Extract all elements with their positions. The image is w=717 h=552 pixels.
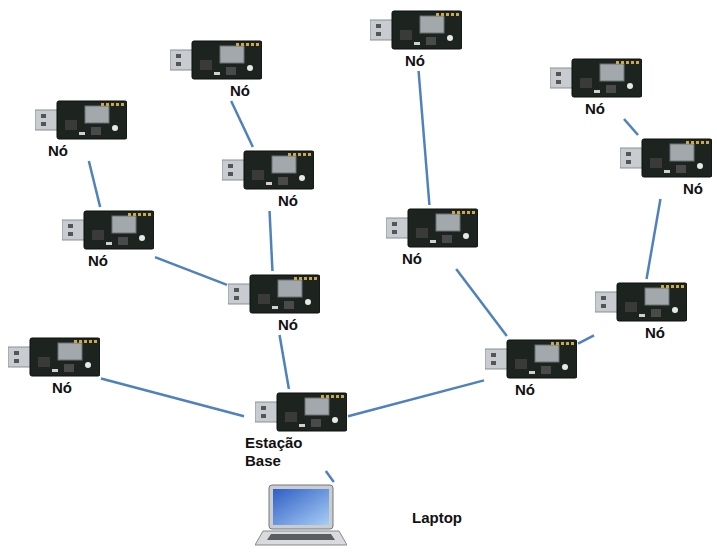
laptop-illustration <box>255 483 347 549</box>
radio-link <box>280 335 289 389</box>
radio-link <box>578 335 594 343</box>
node-label: Nó <box>683 180 712 198</box>
sensor-board-illustration <box>370 8 462 52</box>
sensor-node: Nó <box>386 206 478 268</box>
sensor-board-illustration <box>222 148 314 192</box>
node-label: Nó <box>48 142 127 160</box>
sensor-board-illustration <box>386 206 478 250</box>
radio-link <box>348 380 484 416</box>
node-label: Nó <box>230 82 262 100</box>
radio-link <box>419 71 430 205</box>
radio-link <box>89 161 100 207</box>
radio-link <box>101 378 244 416</box>
sensor-board-illustration <box>550 56 642 100</box>
sensor-board-illustration <box>8 335 100 379</box>
radio-link <box>624 119 638 135</box>
node-label: Nó <box>52 379 100 397</box>
radio-link <box>231 101 253 147</box>
laptop-node: Laptop <box>255 483 462 549</box>
sensor-node: Nó <box>370 8 462 70</box>
sensor-board-illustration <box>485 337 577 381</box>
sensor-board-illustration <box>170 38 262 82</box>
sensor-board-illustration <box>35 98 127 142</box>
node-label: Nó <box>278 316 320 334</box>
sensor-node: Nó <box>485 337 577 399</box>
node-label: Nó <box>585 100 642 118</box>
node-label: Nó <box>278 192 314 210</box>
node-label: Nó <box>405 52 462 70</box>
sensor-node: Nó <box>35 98 127 160</box>
node-label: Nó <box>645 324 687 342</box>
sensor-board-illustration <box>595 280 687 324</box>
sensor-node: Nó <box>550 56 642 118</box>
radio-link <box>270 211 273 271</box>
sensor-node: Nó <box>228 272 320 334</box>
radio-link <box>155 257 227 285</box>
radio-link <box>456 269 507 336</box>
sensor-node: Nó <box>222 148 314 210</box>
sensor-node: Nó <box>8 335 100 397</box>
sensor-node: Nó <box>620 136 712 198</box>
radio-link <box>647 199 661 279</box>
node-label: Nó <box>402 250 478 268</box>
sensor-board-illustration <box>62 208 154 252</box>
sensor-node: Nó <box>170 38 262 100</box>
node-label: Nó <box>515 381 577 399</box>
sensor-node: Nó <box>595 280 687 342</box>
base-station-node: Estação Base <box>245 390 347 470</box>
sensor-board-illustration <box>620 136 712 180</box>
radio-link <box>326 471 334 482</box>
sensor-node: Nó <box>62 208 154 270</box>
node-label: Estação Base <box>245 434 313 470</box>
sensor-board-illustration <box>228 272 320 316</box>
node-label: Laptop <box>412 509 462 527</box>
sensor-board-illustration <box>255 390 347 434</box>
node-label: Nó <box>88 252 154 270</box>
